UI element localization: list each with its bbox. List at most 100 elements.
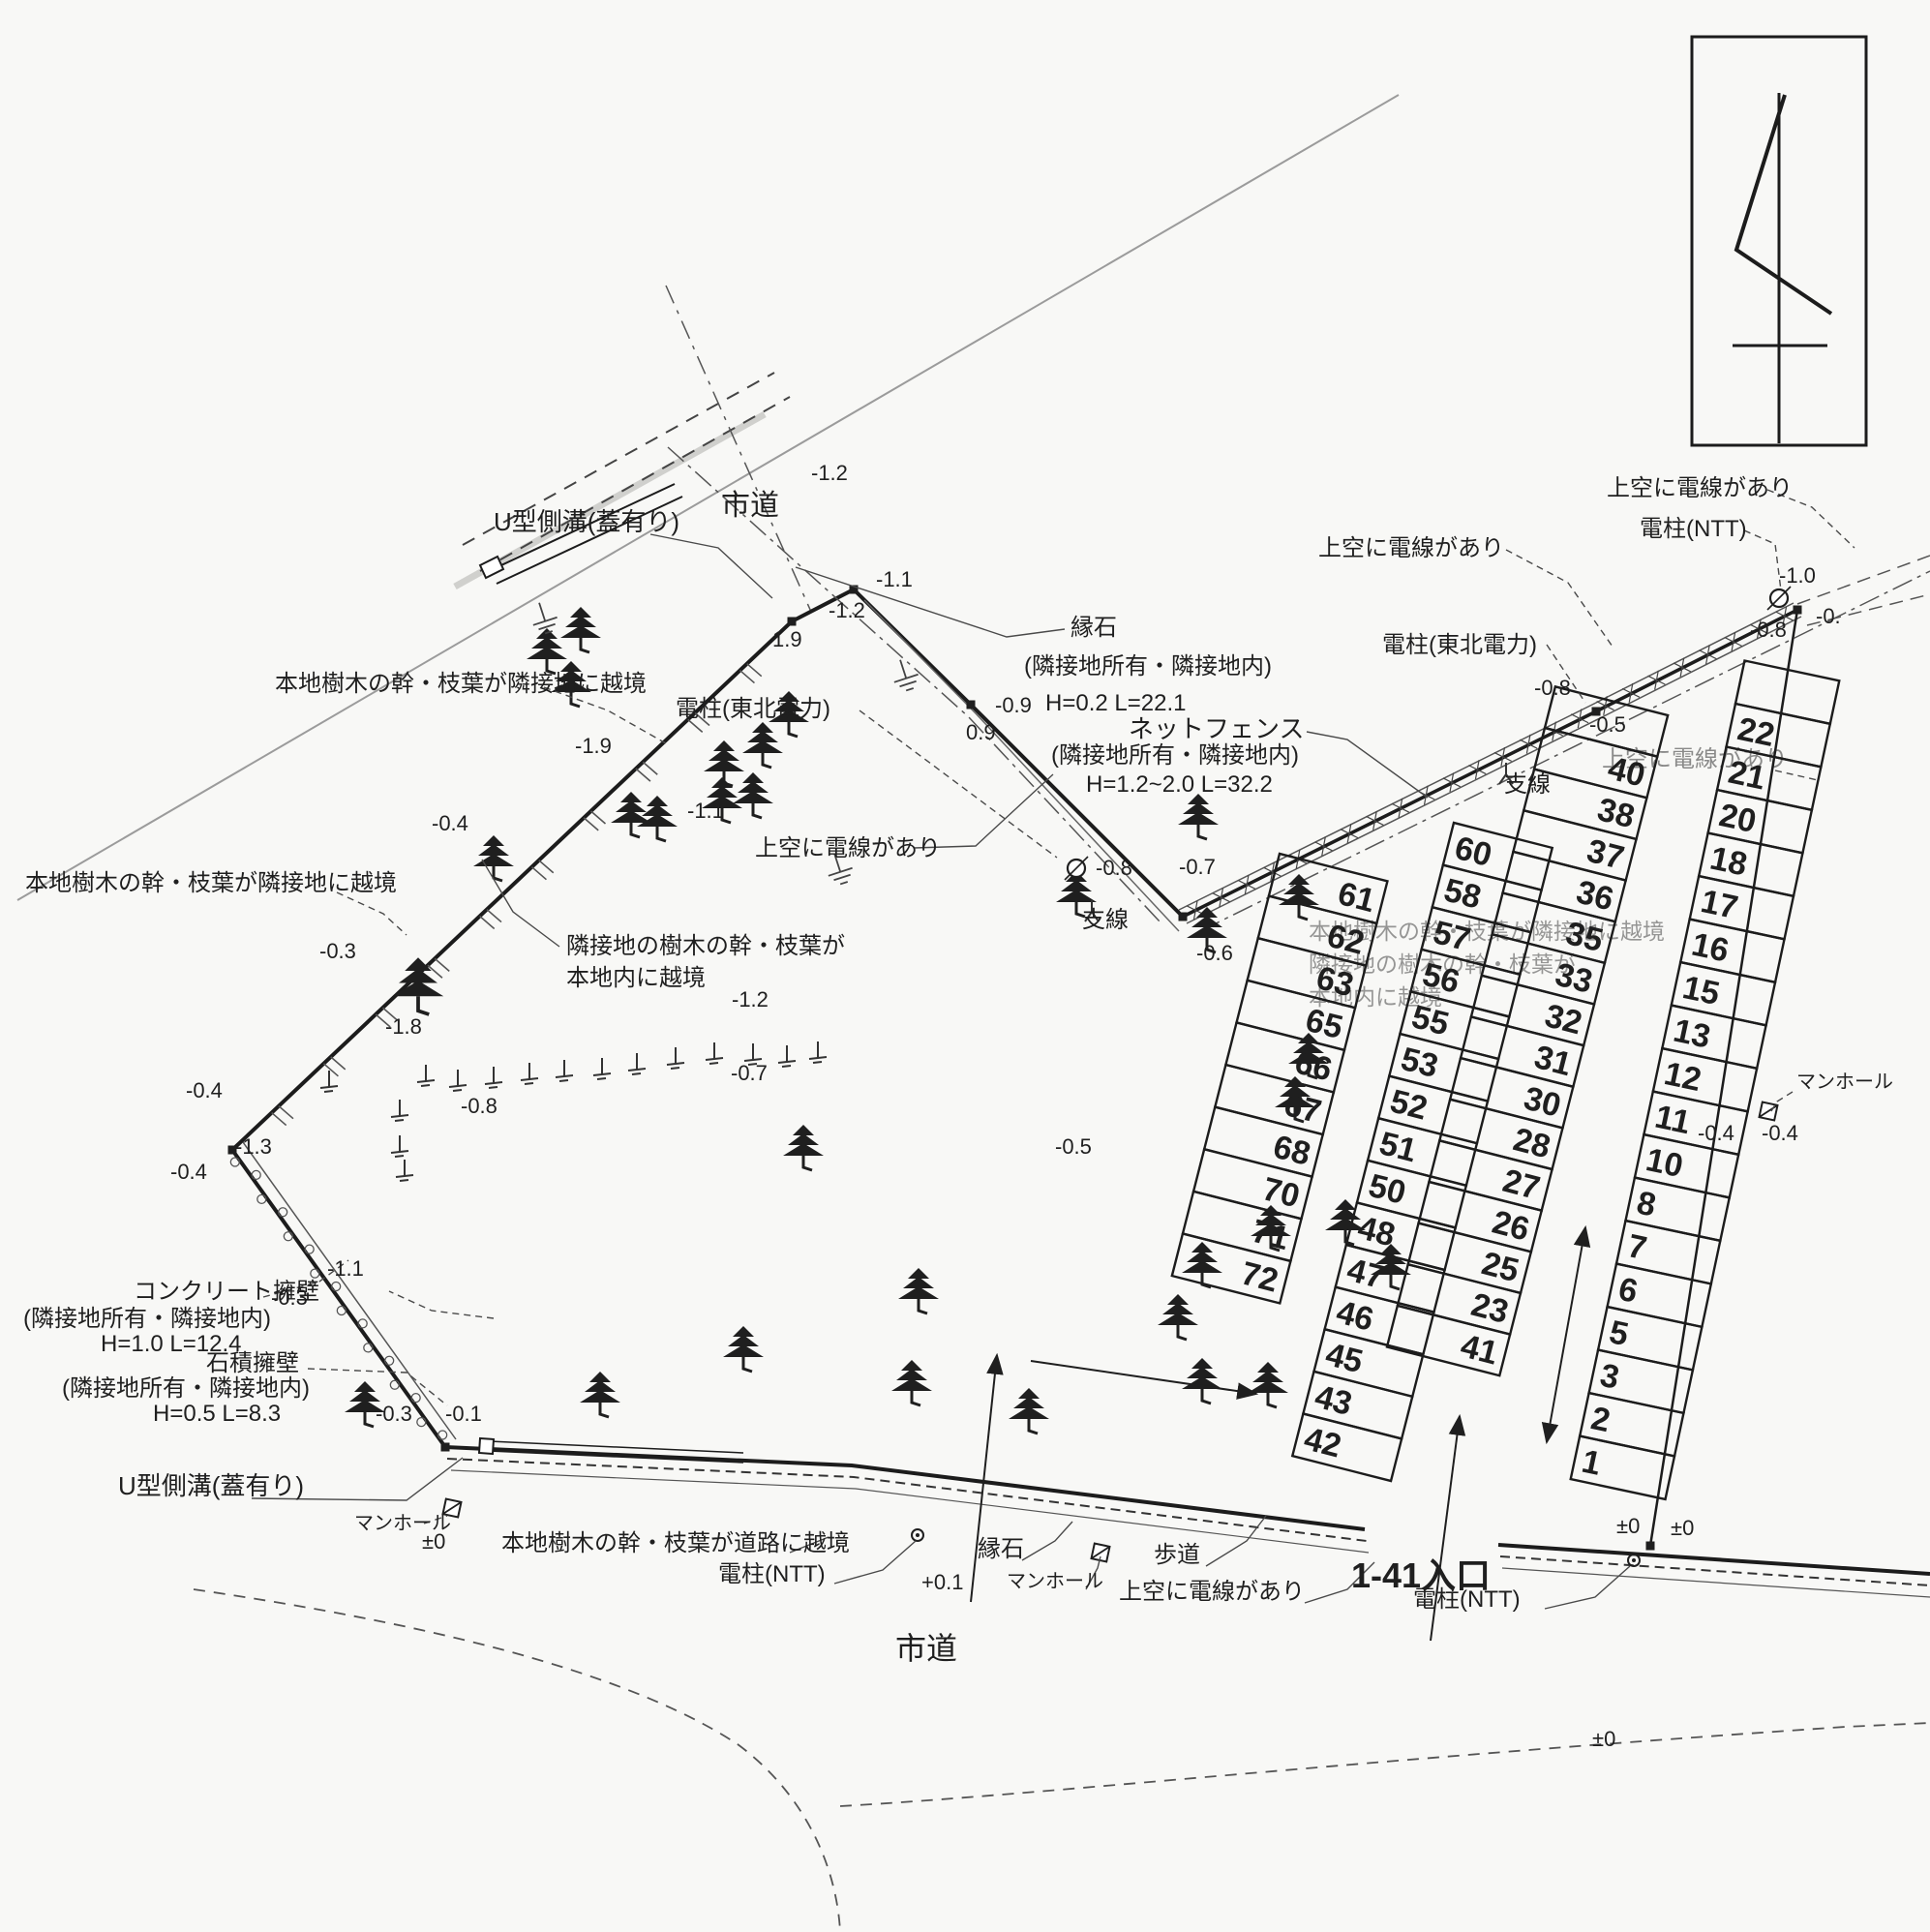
survey-point [1591,707,1601,716]
adjacent-boundary-line [16,94,1400,901]
boundary-hatch-tick [687,711,710,733]
annotation-label: H=0.5 L=8.3 [153,1401,281,1427]
parcel-number: 62 [1323,918,1368,962]
annotation-label: (隣接地所有・隣接地内) [1024,653,1272,679]
parcel-stall [1170,1231,1292,1305]
leader-line [251,1457,464,1501]
wall-pebble [416,1416,427,1428]
manhole-icon [441,1497,463,1519]
survey-point [787,617,797,626]
annotation-label: 本地樹木の幹・枝葉が隣接地に越境 [275,671,647,697]
survey-point [1645,1541,1655,1551]
fence-lattice-tick [1212,888,1230,908]
leader-line [1205,1515,1267,1567]
elevation-label: -0.4 [432,811,468,835]
parcel-number: 55 [1408,998,1453,1042]
boundary-hatch-tick [479,908,502,930]
guy-wire-anchor-icon [1498,763,1514,785]
tree-icon [1178,794,1219,841]
elevation-label: 0.9 [966,720,996,744]
wall-pebble [384,1355,395,1366]
tree-icon [1056,871,1097,919]
stake-icon [448,1070,467,1092]
parcel-number: 60 [1451,830,1495,874]
elevation-label: -0.6 [1196,941,1233,965]
stake-icon [666,1047,685,1070]
guy-wire-anchor-icon [1084,900,1100,922]
stake-icon [395,1160,414,1182]
parcel-number: 36 [1573,873,1617,918]
elevation-label: -1.9 [575,734,612,758]
leader-line [789,1536,829,1554]
elevation-label: -0.3 [271,1285,308,1310]
elevation-label: ±0 [422,1529,445,1554]
survey-point [966,700,976,709]
top-road [453,285,812,613]
leader-line [1774,770,1819,781]
annotation-label: 本地樹木の幹・枝葉が道路に越境 [501,1530,850,1556]
stake-icon [743,1043,763,1066]
elevation-label: -1.0 [1779,563,1816,588]
pole-icon [1627,1554,1641,1567]
parcel-number: 72 [1237,1254,1282,1299]
annotation-label: 電柱(NTT) [1413,1586,1521,1613]
overhead-wire-lines [667,446,1930,932]
annotation-label: H=0.2 L=22.1 [1045,690,1186,716]
elevation-label: -0.8 [1750,618,1787,642]
annotation-label: ネットフェンス [1129,714,1304,743]
fence-lattice-tick [1724,632,1743,651]
leader-line [262,1259,349,1298]
parcel-number: 10 [1643,1141,1686,1185]
survey-point [440,1442,450,1452]
tree-icon [702,777,742,825]
elevation-label: 1.9 [772,627,802,651]
parcel-number: 26 [1489,1204,1533,1249]
annotation-label: マンホール [1796,1072,1893,1093]
leader-line [1505,549,1613,648]
annotation-label: 上空に電線があり [1119,1579,1305,1605]
wall-pebble [389,1379,400,1390]
tree-icon [723,1326,764,1374]
lane-arrow [1430,1413,1466,1642]
wall-pebble [363,1343,374,1353]
stake-icon [808,1041,828,1064]
boundary-hatch-tick [739,663,763,684]
leader-line [1306,731,1429,799]
annotation-label: 電柱(NTT) [718,1561,826,1587]
parcel-stall [1290,1412,1403,1483]
wall-pebble [410,1392,421,1404]
fence-lattice-tick [1519,734,1538,754]
utility-pole-icon [1766,586,1792,611]
elevation-label: +0.1 [921,1570,963,1594]
fence-lattice-tick [1314,836,1333,857]
elevation-label: -0.9 [995,693,1032,717]
annotation-label: 支線 [1082,907,1129,933]
parcel-number: 17 [1698,883,1741,926]
elevation-label: -1.1 [876,567,913,591]
annotation-label: (隣接地所有・隣接地内) [62,1375,310,1402]
leader-line [336,891,407,936]
parcel-number: 70 [1259,1170,1304,1215]
leader-line [1085,1555,1101,1590]
tree-icon [1248,1362,1288,1409]
fence-lattice-tick [1570,709,1589,729]
elevation-label: -0. [1816,604,1841,628]
wall-pebble [304,1244,315,1254]
fence-lattice-tick [1699,645,1717,665]
survey-point [227,1145,237,1155]
fence-lattice-tick [1442,772,1462,793]
elevation-label: -0.4 [1698,1121,1734,1145]
tree-icon [742,722,783,770]
lane-arrow [1030,1360,1259,1400]
annotation-label: コンクリート擁壁 [134,1279,319,1305]
parcel-number: 30 [1520,1080,1564,1125]
elevation-label: -1.2 [829,598,865,622]
elevation-label: -0.4 [170,1160,207,1184]
annotation-label: マンホール [1007,1571,1103,1592]
elevation-label: -0.3 [376,1402,412,1426]
parcel-number: 35 [1562,915,1607,959]
elevation-label: -0.7 [1179,855,1216,879]
tree-icon [1251,1205,1291,1253]
tree-icon [769,691,809,739]
